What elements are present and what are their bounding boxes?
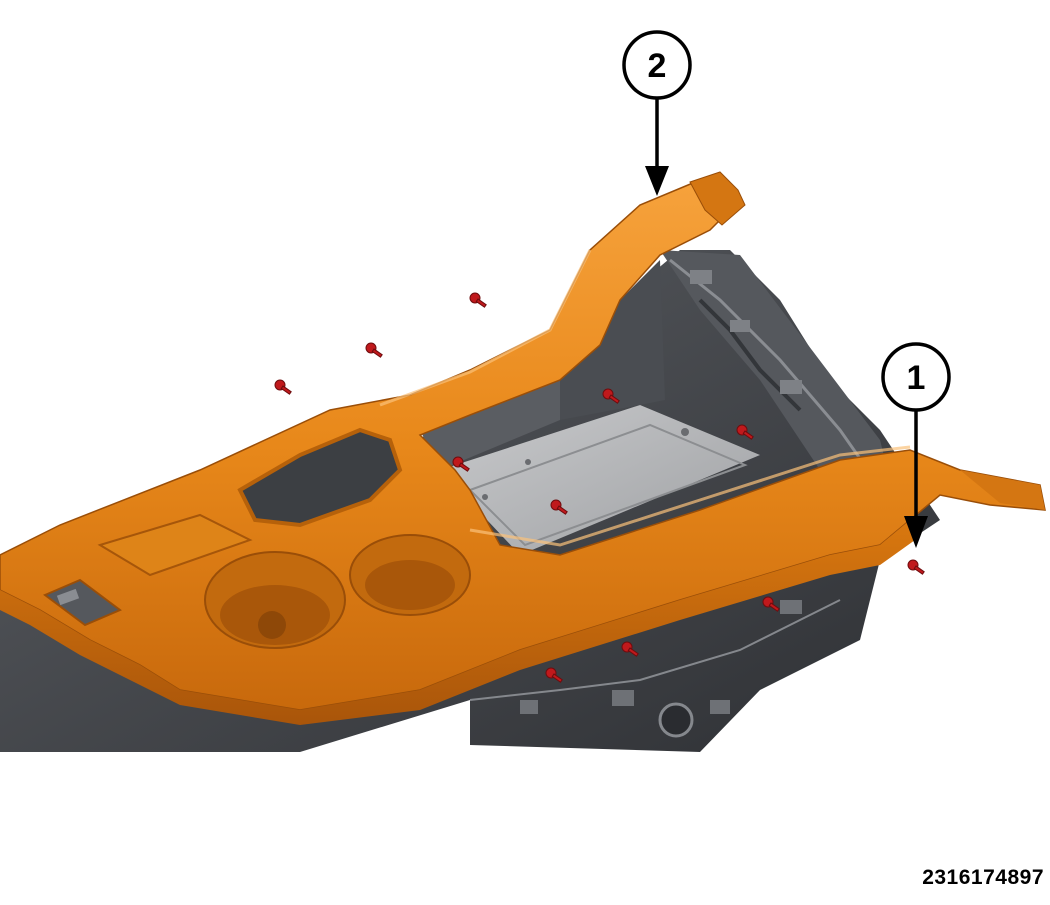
screw-icon	[621, 641, 639, 657]
floor-plate	[440, 405, 760, 555]
screw-icon	[469, 292, 487, 308]
screw-icon	[452, 456, 470, 472]
figure-id: 2316174897	[922, 866, 1044, 889]
callout-1-label: 1	[907, 359, 926, 397]
callout-2-label: 2	[648, 47, 667, 85]
screw-icon	[907, 559, 925, 575]
arrow-down-icon	[645, 166, 669, 196]
screw-icon	[762, 596, 780, 612]
screw-icon	[602, 388, 620, 404]
screw-icon	[550, 499, 568, 515]
lower-bracket-detail	[469, 599, 841, 738]
screw-icon	[365, 342, 383, 358]
screw-icon	[274, 379, 292, 395]
screw-icon	[545, 667, 563, 683]
callout-1: 1	[881, 342, 951, 548]
arrow-down-icon	[904, 516, 928, 548]
upper-trim-panel	[0, 171, 1046, 725]
screws	[274, 292, 925, 683]
callout-2: 2	[622, 30, 692, 196]
screw-icon	[736, 424, 754, 440]
inner-wall-left	[560, 260, 665, 420]
